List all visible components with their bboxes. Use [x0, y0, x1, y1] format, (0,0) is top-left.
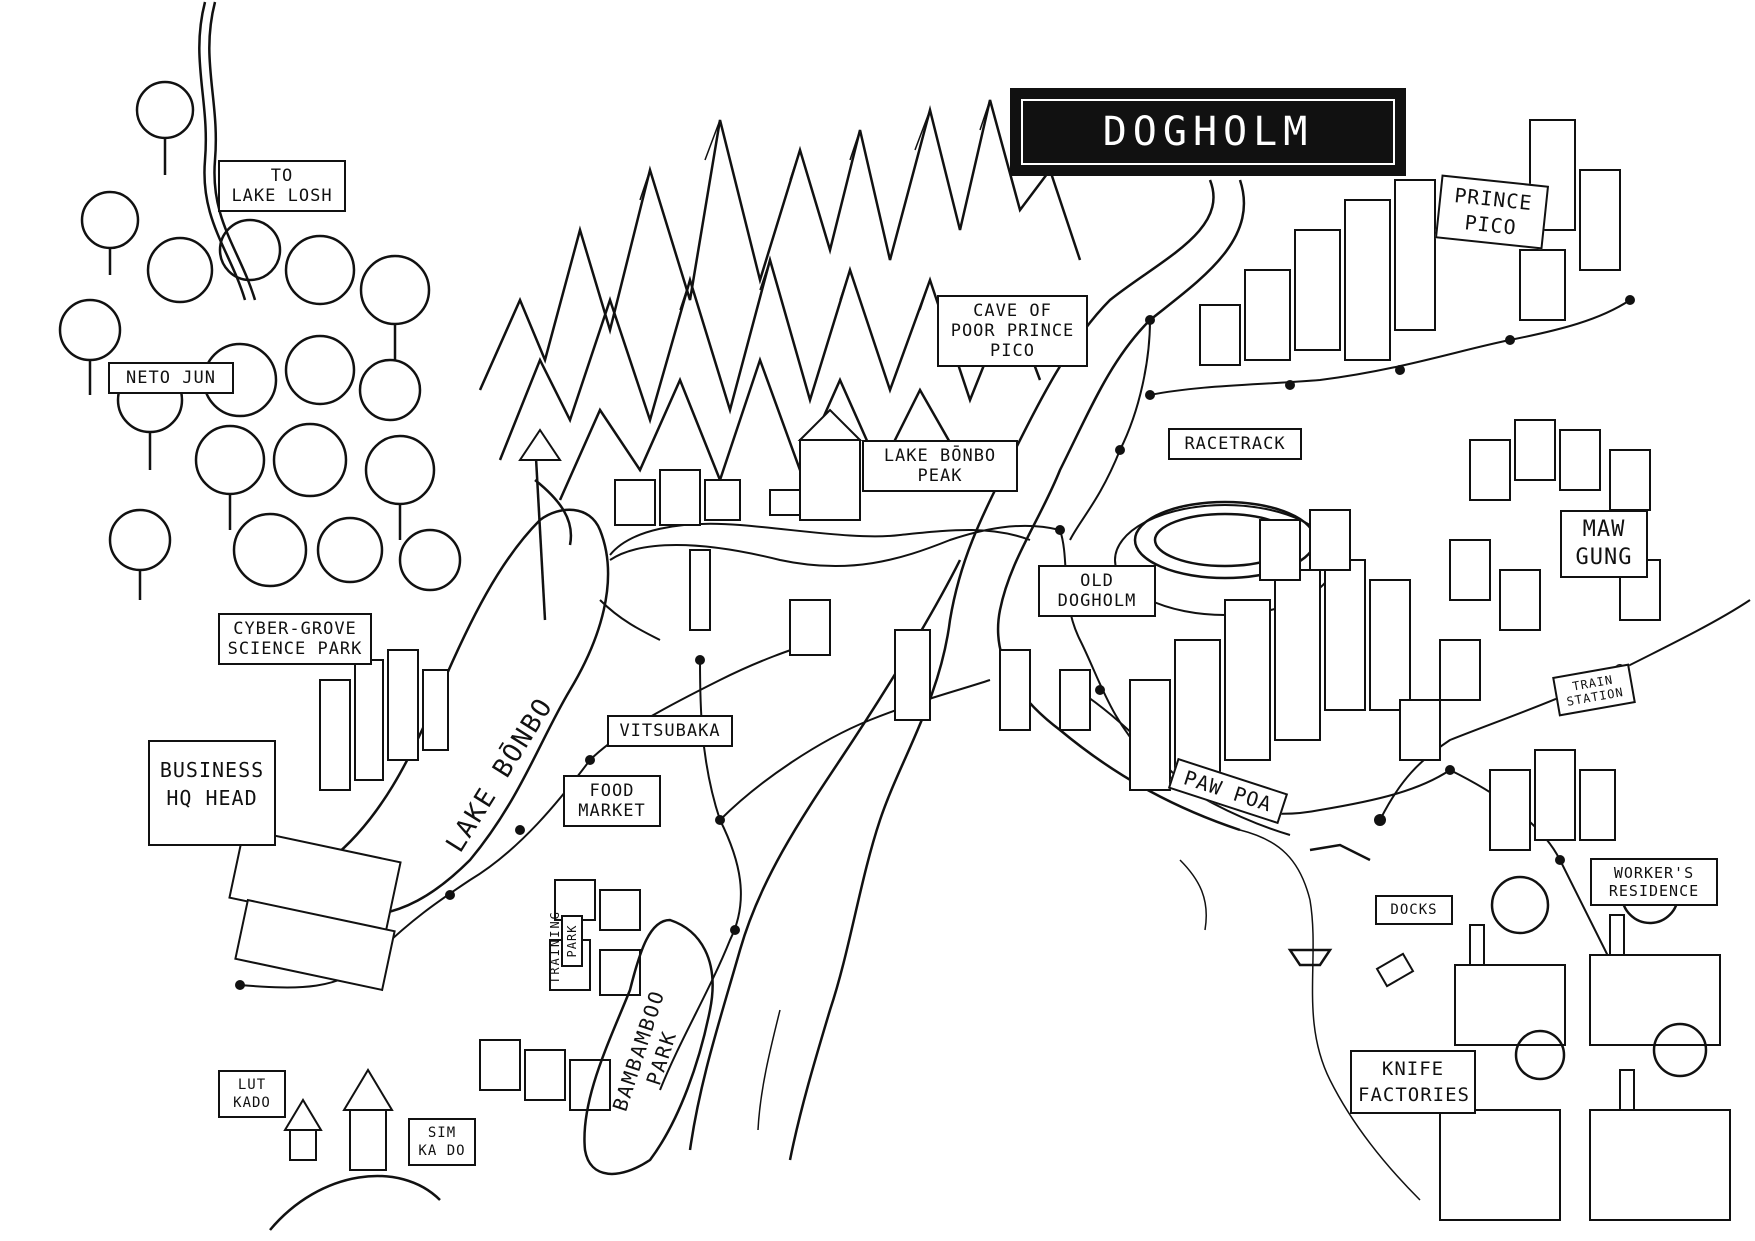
- label-workers-residence[interactable]: WORKER'S RESIDENCE: [1590, 858, 1718, 906]
- bambamboo-park-outline: [583, 918, 714, 1176]
- label-maw-gung[interactable]: MAW GUNG: [1560, 510, 1648, 578]
- label-food-market[interactable]: FOOD MARKET: [563, 775, 661, 827]
- business-hq-buildings: [228, 827, 402, 992]
- label-racetrack[interactable]: RACETRACK: [1168, 428, 1302, 460]
- docks: [1287, 843, 1415, 988]
- label-to-lake-losh[interactable]: TO LAKE LOSH: [218, 160, 346, 212]
- label-park: PARK: [561, 915, 583, 967]
- training-park-blocks: [479, 879, 641, 1111]
- forest: [58, 1, 462, 600]
- label-old-dogholm[interactable]: OLD DOGHOLM: [1038, 565, 1156, 617]
- label-lut-kado[interactable]: LUT KADO: [218, 1070, 286, 1118]
- label-business-hq-head[interactable]: BUSINESS HQ HEAD: [148, 740, 276, 846]
- map-title: DOGHOLM: [1021, 99, 1395, 165]
- paw-poa-towers: [1129, 509, 1411, 791]
- label-training: TRAINING: [548, 910, 562, 984]
- label-sim-kado[interactable]: SIM KA DO: [408, 1118, 476, 1166]
- science-park-buildings: [319, 649, 449, 791]
- prince-pico-buildings: [1199, 119, 1621, 366]
- worker-residence-buildings: [1489, 749, 1616, 851]
- landmark-towers: [518, 428, 1091, 731]
- label-cave-of-poor-prince-pico[interactable]: CAVE OF POOR PRINCE PICO: [937, 295, 1088, 367]
- label-lake-bonbo-peak[interactable]: LAKE BŌNBO PEAK: [862, 440, 1018, 492]
- map-title-banner: DOGHOLM: [1010, 88, 1406, 176]
- label-cyber-grove-science-park[interactable]: CYBER-GROVE SCIENCE PARK: [218, 613, 372, 665]
- label-prince-pico[interactable]: PRINCE PICO: [1434, 174, 1550, 250]
- maw-gung-buildings: [1399, 419, 1661, 761]
- label-vitsubaka[interactable]: VITSUBAKA: [607, 715, 733, 747]
- peak-village: [614, 408, 863, 526]
- label-knife-factories[interactable]: KNIFE FACTORIES: [1350, 1050, 1476, 1114]
- label-docks[interactable]: DOCKS: [1375, 895, 1453, 925]
- label-neto-jun[interactable]: NETO JUN: [108, 362, 234, 394]
- road-stops: [235, 295, 1635, 990]
- pagoda-hill: [269, 1068, 441, 1231]
- factory-buildings: [1439, 865, 1731, 1221]
